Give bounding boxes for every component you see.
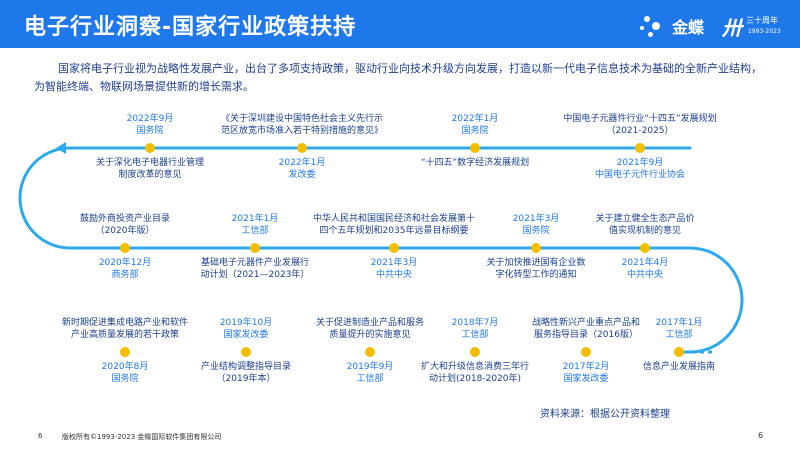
header-bar: 电子行业洞察-国家行业政策扶持 金蝶 卅 三十周年 1993-2023: [0, 0, 800, 48]
timeline-node: [470, 143, 480, 153]
event-date: 2020年8月: [101, 362, 149, 372]
anniversary-mark-icon: 卅: [722, 16, 742, 40]
event-date: 2021年3月: [370, 258, 418, 268]
policy-title-line2: 制度改革的意见: [118, 170, 182, 180]
page-title: 电子行业洞察-国家行业政策扶持: [24, 15, 357, 40]
anniversary-label: 三十周年: [746, 16, 778, 25]
event-date: 2022年9月: [126, 114, 174, 124]
footer-page-left: 6: [38, 432, 43, 440]
brand-logo: 金蝶 卅 三十周年 1993-2023: [636, 12, 786, 42]
event-issuer: 国家发改委: [563, 374, 609, 384]
policy-title-line2: 值实现机制的意见: [608, 226, 682, 236]
policy-title: 基础电子元器件产业发展行: [200, 258, 310, 268]
timeline-node: [145, 143, 155, 153]
policy-title: 新时期促进集成电路产业和软件: [61, 318, 189, 328]
policy-title: 关于促进制造业产品和服务: [315, 318, 425, 328]
source-note: 资料来源：根据公开资料整理: [540, 409, 670, 420]
policy-title-line2: 四个五年规划和2035年远景目标纲要: [319, 226, 469, 236]
event-date: 2021年1月: [231, 214, 279, 224]
policy-title: 产业结构调整指导目录: [200, 362, 292, 372]
timeline-node: [531, 243, 541, 253]
anniversary-years: 1993-2023: [748, 28, 781, 35]
event-date: 2017年1月: [655, 318, 703, 328]
timeline-node: [674, 347, 684, 357]
policy-title-line2: 动计划（2021—2023年）: [200, 270, 310, 280]
timeline-node: [635, 143, 645, 153]
event-date: 2022年1月: [451, 114, 499, 124]
timeline-arrow-icon: [56, 142, 66, 154]
event-date: 2019年9月: [346, 362, 394, 372]
footer-page-right: 6: [758, 431, 764, 440]
policy-title-line2: 质量提升的实施意见: [329, 330, 411, 340]
event-date: 2021年3月: [512, 214, 560, 224]
event-date: 2021年9月: [616, 158, 664, 168]
policy-title-line2: （2020年版）: [95, 226, 155, 236]
footer-copyright: 版权所有©1993-2023 金蝶国际软件集团有限公司: [62, 433, 222, 441]
policy-title: 中国电子元器件行业“十四五”发展规划: [563, 114, 717, 124]
timeline-node: [297, 143, 307, 153]
event-date: 2019年10月: [219, 318, 273, 328]
timeline-node: [250, 243, 260, 253]
event-issuer: 国务院: [461, 126, 489, 136]
event-issuer: 工信部: [241, 226, 269, 236]
event-issuer: 国务院: [111, 374, 139, 384]
policy-title: 扩大和升级信息消费三年行: [420, 362, 530, 372]
event-issuer: 国务院: [522, 226, 550, 236]
timeline-node: [120, 347, 130, 357]
timeline-node: [581, 347, 591, 357]
timeline-line: [18, 146, 744, 354]
event-date: 2021年4月: [621, 258, 669, 268]
event-issuer: 工信部: [665, 330, 693, 340]
timeline-node: [470, 347, 480, 357]
timeline-node: [120, 243, 130, 253]
policy-title-line2: 字化转型工作的通知: [495, 270, 577, 280]
policy-title-line2: （2021-2025）: [606, 126, 674, 136]
timeline-node: [389, 243, 399, 253]
event-issuer: 中共中央: [375, 270, 413, 280]
event-issuer: 发改委: [288, 170, 316, 180]
policy-title: 《关于深圳建设中国特色社会主义先行示: [220, 114, 384, 124]
brand-name: 金蝶: [672, 18, 705, 37]
event-issuer: 工信部: [356, 374, 384, 384]
policy-title-line2: 产业高质量发展的若干政策: [70, 330, 180, 340]
policy-title-line2: （2019年本）: [216, 374, 276, 384]
event-issuer: 商务部: [111, 270, 139, 280]
intro-paragraph: 国家将电子行业视为战略性发展产业，出台了多项支持政策，驱动行业向技术升级方向发展…: [34, 62, 762, 93]
timeline-node: [640, 243, 650, 253]
policy-title: 战略性新兴产业重点产品和: [531, 318, 641, 328]
policy-title: 中华人民共和国国民经济和社会发展第十: [312, 214, 476, 224]
policy-title: 关于深化电子电器行业管理: [95, 158, 205, 168]
event-date: 2022年1月: [278, 158, 326, 168]
policy-title-line2: 范区放宽市场准入若干特别措施的意见》: [220, 126, 384, 136]
event-issuer: 国务院: [136, 126, 164, 136]
timeline-node: [365, 347, 375, 357]
event-date: 2020年12月: [98, 258, 152, 268]
event-date: 2018年7月: [451, 318, 499, 328]
policy-title: 关于加快推进国有企业数: [486, 258, 586, 268]
event-issuer: 工信部: [461, 330, 489, 340]
policy-title: 信息产业发展指南: [642, 362, 716, 372]
policy-title: 关于建立健全生态产品价: [595, 214, 695, 224]
event-issuer: 中国电子元件行业协会: [594, 170, 686, 180]
policy-title: 鼓励外商投资产业目录: [79, 214, 171, 224]
policy-title-line2: 服务指导目录（2016版）: [534, 330, 638, 340]
event-date: 2017年2月: [562, 362, 610, 372]
event-issuer: 国家发改委: [223, 330, 269, 340]
policy-title-line2: 动计划(2018-2020年): [428, 374, 522, 384]
timeline-node: [241, 347, 251, 357]
policy-title: “十四五”数字经济发展规划: [420, 158, 530, 168]
event-issuer: 中共中央: [626, 270, 664, 280]
